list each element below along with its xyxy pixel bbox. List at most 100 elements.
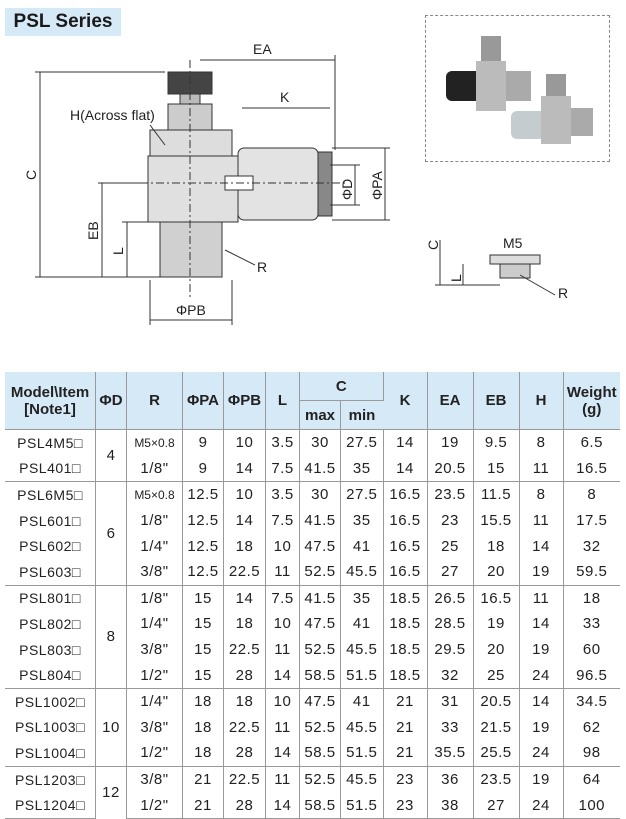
value-cell: 41 — [340, 687, 384, 715]
value-cell: 12.5 — [182, 481, 224, 508]
value-cell: 23 — [383, 765, 428, 793]
value-cell: 24 — [519, 662, 564, 689]
col-c-max: max — [299, 400, 341, 430]
value-cell: 41.5 — [299, 584, 341, 612]
col-ea: EA — [427, 372, 474, 430]
value-cell: 11.5 — [473, 481, 520, 508]
value-cell: M5×0.8 — [126, 428, 183, 456]
page-title: PSL Series — [5, 8, 121, 36]
product-photo — [425, 15, 610, 162]
value-cell: 17.5 — [576, 512, 608, 530]
value-cell: 11 — [519, 455, 564, 482]
value-cell: 41 — [340, 611, 384, 637]
dimension-drawing: EA K H(Across flat) C EB L R ΦPB ΦD ΦPA … — [23, 41, 568, 325]
value-cell: 1/8" — [126, 455, 183, 482]
value-cell: 58.5 — [299, 740, 341, 767]
diameter-cell: 10 — [95, 687, 127, 767]
value-cell: 23 — [383, 792, 428, 819]
value-cell: 20 — [473, 636, 520, 663]
value-cell: 10 — [223, 481, 266, 508]
value-cell: 41 — [340, 533, 384, 559]
value-cell: 31 — [427, 687, 474, 715]
value-cell: 14 — [519, 611, 564, 637]
value-cell: 14 — [265, 792, 300, 819]
value-cell: 25.5 — [473, 740, 520, 767]
model-cell: PSL6M5□ — [5, 481, 96, 508]
value-cell: 21 — [383, 740, 428, 767]
value-cell: 45.5 — [340, 558, 384, 586]
value-cell: 19 — [427, 428, 474, 456]
value-cell: 16.5 — [383, 533, 428, 559]
value-cell: 3/8" — [126, 765, 183, 793]
label-eb: EB — [85, 221, 101, 240]
value-cell: 52.5 — [299, 558, 341, 586]
value-cell: 20.5 — [473, 687, 520, 715]
col-pb: ΦPB — [223, 372, 266, 430]
value-cell: 14 — [223, 507, 266, 534]
diameter-cell: 4 — [95, 428, 127, 482]
value-cell: 64 — [563, 765, 620, 793]
value-cell: 1/8" — [126, 507, 183, 534]
value-cell: 28 — [223, 792, 266, 819]
model-cell: PSL802□ — [5, 611, 96, 637]
value-cell: 47.5 — [299, 611, 341, 637]
value-cell: 23 — [427, 507, 474, 534]
col-weight: Weight(g) — [563, 372, 620, 430]
value-cell: 22.5 — [223, 714, 266, 741]
value-cell: 9 — [182, 455, 224, 482]
value-cell: 35 — [340, 584, 384, 612]
value-cell: 11 — [265, 765, 300, 793]
label-l2: L — [448, 274, 464, 282]
col-h: H — [519, 372, 564, 430]
value-cell: 26.5 — [427, 584, 474, 612]
value-cell: 11 — [265, 714, 300, 741]
value-cell: 28 — [223, 740, 266, 767]
value-cell: 24 — [519, 740, 564, 767]
model-cell: PSL602□ — [5, 533, 96, 559]
value-cell: 19 — [519, 636, 564, 663]
value-cell: 15 — [182, 611, 224, 637]
value-cell: 8 — [519, 428, 564, 456]
value-cell: 18.5 — [383, 662, 428, 689]
value-cell: 19 — [519, 558, 564, 586]
value-cell: 27.5 — [340, 428, 384, 456]
value-cell: 27 — [473, 792, 520, 819]
value-cell: 32 — [427, 662, 474, 689]
value-cell: 10 — [265, 533, 300, 559]
value-cell: 18 — [223, 533, 266, 559]
value-cell: 23.5 — [427, 481, 474, 508]
value-cell: 58.5 — [299, 662, 341, 689]
value-cell: 20.5 — [427, 455, 474, 482]
value-cell: 18 — [223, 611, 266, 637]
value-cell: 3/8" — [126, 636, 183, 663]
value-cell: 1/2" — [126, 792, 183, 819]
value-cell: 21 — [182, 792, 224, 819]
diameter-cell: 8 — [95, 584, 127, 689]
value-cell: 1/2" — [126, 740, 183, 767]
value-cell: 51.5 — [340, 740, 384, 767]
value-cell: 30 — [299, 481, 341, 508]
value-cell: 51.5 — [340, 662, 384, 689]
value-cell: 45.5 — [340, 636, 384, 663]
value-cell: 21 — [383, 714, 428, 741]
value-cell: 16.5 — [473, 584, 520, 612]
value-cell: 8 — [563, 481, 620, 508]
value-cell: 12.5 — [182, 533, 224, 559]
value-cell: 14 — [265, 662, 300, 689]
model-cell: PSL603□ — [5, 558, 96, 586]
col-c: C — [299, 372, 384, 401]
label-r2: R — [558, 285, 568, 301]
model-cell: PSL401□ — [5, 455, 96, 482]
label-h: H(Across flat) — [70, 107, 155, 123]
value-cell: 16.5 — [383, 481, 428, 508]
value-cell: 3/8" — [126, 714, 183, 741]
value-cell: 62 — [582, 718, 601, 736]
value-cell: 35 — [340, 455, 384, 482]
label-ea: EA — [253, 41, 272, 57]
value-cell: 16.5 — [383, 507, 428, 534]
